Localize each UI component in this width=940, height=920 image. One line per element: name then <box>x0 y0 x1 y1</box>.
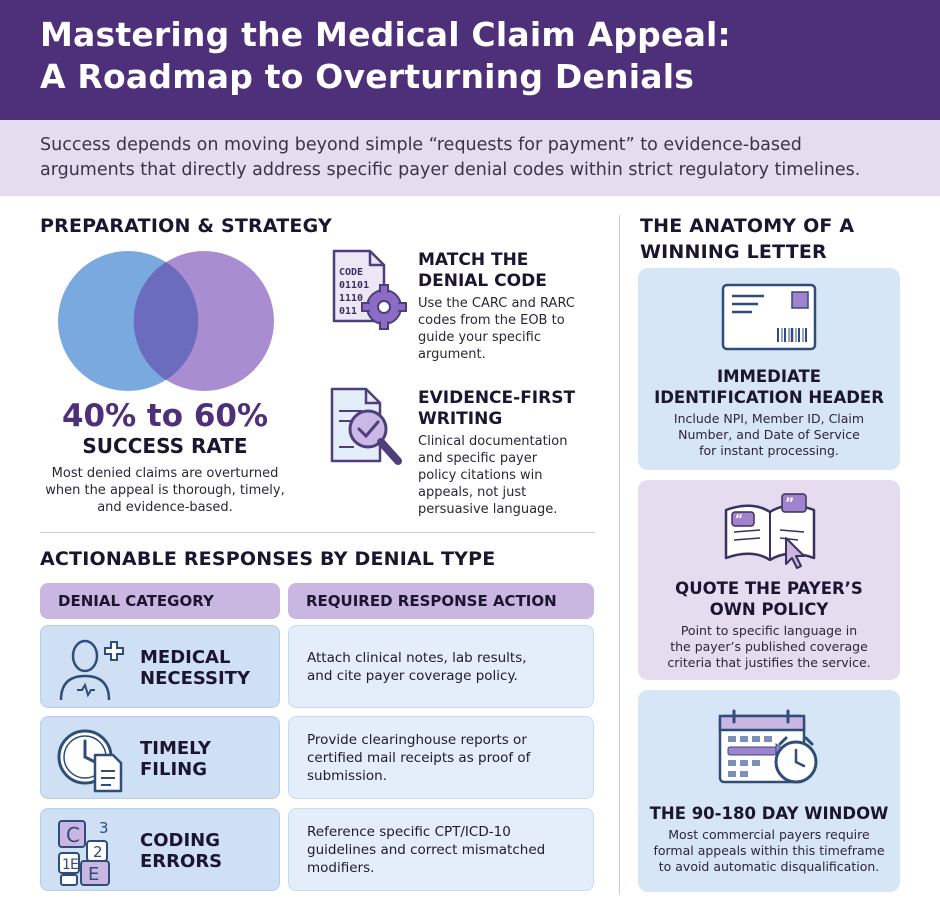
anatomy-heading: THE ANATOMY OF A WINNING LETTER <box>640 215 855 263</box>
success-rate-description: Most denied claims are overturned when t… <box>45 466 285 515</box>
code-icon-text-4: 011 <box>339 306 357 317</box>
svg-text:1: 1 <box>62 857 71 873</box>
gear-icon <box>361 284 407 330</box>
success-rate-value: 40% to 60% <box>61 398 269 434</box>
calendar-alarm-icon <box>718 709 818 784</box>
table-row-coding-errors-category: C 3 2 1 E E CODING ERRORS <box>40 808 280 891</box>
card-identification-description: Include NPI, Member ID, Claim Number, an… <box>673 411 865 458</box>
success-rate-label: SUCCESS RATE <box>82 434 248 458</box>
title-line-1: Mastering the Medical Claim Appeal: <box>40 15 731 54</box>
table-row-coding-errors-action: Reference specific CPT/ICD-10 guidelines… <box>288 808 594 891</box>
card-identification-title: IMMEDIATE IDENTIFICATION HEADER <box>654 367 884 407</box>
table-row-medical-necessity-action: Attach clinical notes, lab results, and … <box>288 625 594 708</box>
card-quote-policy-title: QUOTE THE PAYER’S OWN POLICY <box>675 579 863 619</box>
card-quote-policy-description: Point to specific language in the payer’… <box>667 623 871 670</box>
patient-medical-icon <box>59 639 124 701</box>
section-divider <box>40 532 595 533</box>
card-identification-header: IMMEDIATE IDENTIFICATION HEADER Include … <box>638 268 900 470</box>
code-icon-text-3: 1110 <box>339 293 363 304</box>
svg-text:C: C <box>66 823 80 847</box>
evidence-first-description: Clinical documentation and specific paye… <box>418 434 568 517</box>
document-magnifier-icon <box>330 387 402 465</box>
card-quote-policy: “ ” QUOTE THE PAYER’S OWN POLICY Point t… <box>638 480 900 680</box>
svg-text:E: E <box>88 864 99 885</box>
card-day-window-description: Most commercial payers require formal ap… <box>653 827 885 874</box>
code-icon-text-1: CODE <box>339 267 363 278</box>
match-denial-code-description: Use the CARC and RARC codes from the EOB… <box>418 296 575 362</box>
venn-overlap <box>133 262 199 380</box>
title-line-2: A Roadmap to Overturning Denials <box>40 57 695 96</box>
match-denial-code-title: MATCH THE DENIAL CODE <box>418 250 547 291</box>
subtitle-text: Success depends on moving beyond simple … <box>40 133 900 183</box>
denial-category-header: DENIAL CATEGORY <box>40 583 280 619</box>
column-divider <box>619 215 620 895</box>
svg-text:2: 2 <box>93 843 103 861</box>
venn-diagram-icon <box>58 251 274 391</box>
svg-text:3: 3 <box>99 819 109 837</box>
table-row-timely-filing-action: Provide clearinghouse reports or certifi… <box>288 716 594 799</box>
page-title: Mastering the Medical Claim Appeal: A Ro… <box>40 14 900 98</box>
envelope-barcode-icon <box>721 283 817 351</box>
svg-text:”: ” <box>785 496 794 512</box>
page-header: Mastering the Medical Claim Appeal: A Ro… <box>0 0 940 120</box>
letter-blocks-icon: C 3 2 1 E E <box>58 819 110 886</box>
response-action-header: REQUIRED RESPONSE ACTION <box>288 583 594 619</box>
open-book-quote-icon: “ ” <box>724 493 816 569</box>
evidence-first-title: EVIDENCE-FIRST WRITING <box>418 388 576 429</box>
svg-text:E: E <box>70 857 79 873</box>
card-day-window: THE 90-180 DAY WINDOW Most commercial pa… <box>638 690 900 892</box>
table-row-medical-necessity-category: MEDICAL NECESSITY <box>40 625 280 708</box>
subtitle-line-1: Success depends on moving beyond simple … <box>40 135 802 155</box>
svg-text:“: “ <box>735 512 743 526</box>
subtitle-band: Success depends on moving beyond simple … <box>0 120 940 196</box>
preparation-heading: PREPARATION & STRATEGY <box>40 215 332 237</box>
code-document-gear-icon: CODE 01101 1110 011 <box>332 249 407 330</box>
code-icon-text-2: 01101 <box>339 280 369 291</box>
card-day-window-title: THE 90-180 DAY WINDOW <box>649 804 889 823</box>
responses-heading: ACTIONABLE RESPONSES BY DENIAL TYPE <box>40 548 496 570</box>
subtitle-line-2: arguments that directly address specific… <box>40 160 861 180</box>
clock-document-icon <box>57 729 123 793</box>
table-row-timely-filing-category: TIMELY FILING <box>40 716 280 799</box>
